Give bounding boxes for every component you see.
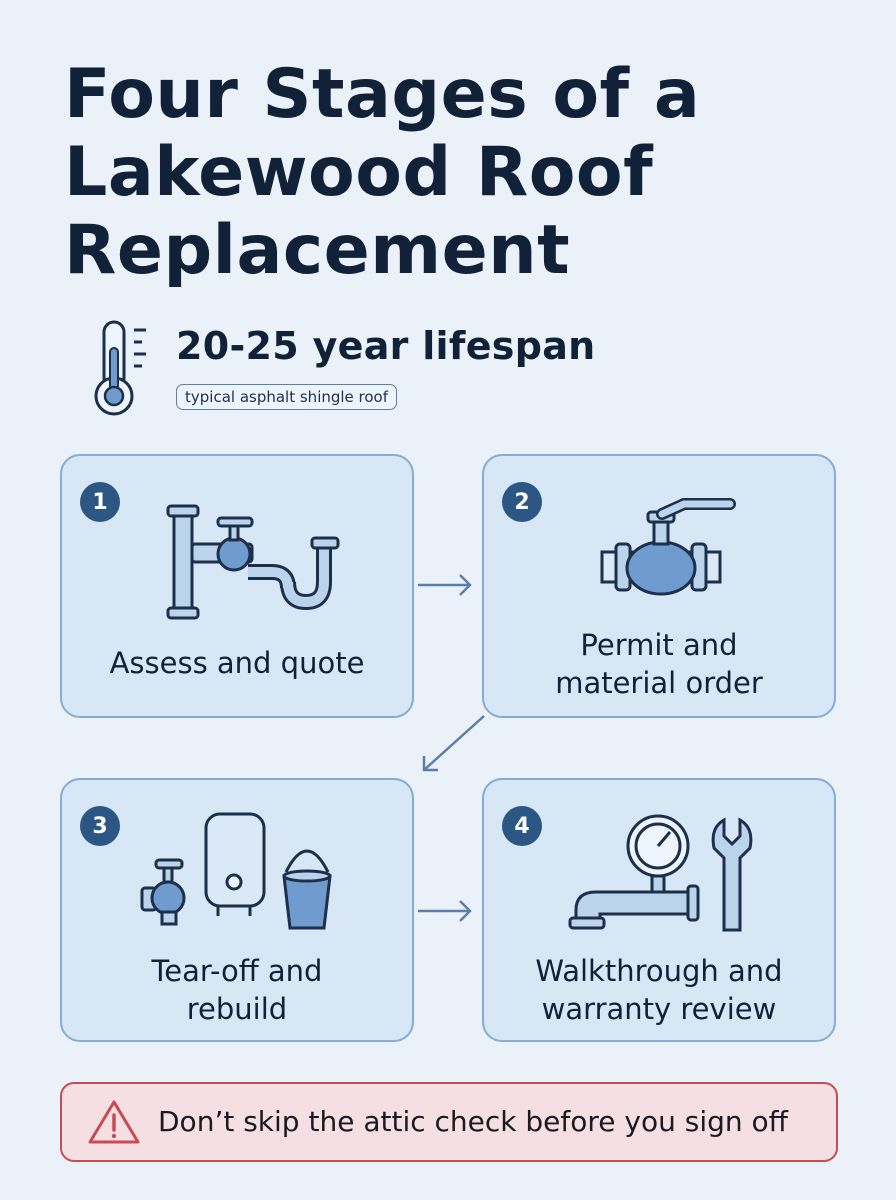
page-title: Four Stages of a Lakewood Roof Replaceme… xyxy=(64,55,701,290)
warning-banner: Don’t skip the attic check before you si… xyxy=(60,1082,838,1162)
lifespan-note-badge: typical asphalt shingle roof xyxy=(176,384,398,410)
stage-label: Assess and quote xyxy=(109,646,365,680)
stage-number-badge: 2 xyxy=(502,482,542,522)
pipe-valve-icon xyxy=(166,504,340,620)
stage-card-3: 3 Tear-off and rebuild xyxy=(60,778,414,1042)
warning-text: Don’t skip the attic check before you si… xyxy=(158,1105,788,1138)
warning-triangle-icon xyxy=(88,1100,140,1144)
ball-valve-icon xyxy=(600,498,736,596)
stage-label: Walkthrough and warranty review xyxy=(535,954,783,1026)
lifespan-stat: 20-25 year lifespan xyxy=(176,324,596,368)
arrow-2-to-3 xyxy=(422,715,485,772)
stage-label: Tear-off and rebuild xyxy=(151,954,323,1026)
stage-card-1: 1 Assess and quote xyxy=(60,454,414,718)
stage-number-badge: 3 xyxy=(80,806,120,846)
gauge-wrench-icon xyxy=(568,814,753,932)
stage-label: Permit and material order xyxy=(555,628,763,700)
stage-card-2: 2 Permit and material order xyxy=(482,454,836,718)
thermometer-icon xyxy=(94,320,146,416)
stage-number-badge: 4 xyxy=(502,806,542,846)
stage-card-4: 4 Walkthrough and warranty review xyxy=(482,778,836,1042)
arrow-3-to-4 xyxy=(418,900,472,922)
stage-number-badge: 1 xyxy=(80,482,120,522)
water-heater-bucket-icon xyxy=(140,812,332,930)
arrow-1-to-2 xyxy=(418,574,472,596)
